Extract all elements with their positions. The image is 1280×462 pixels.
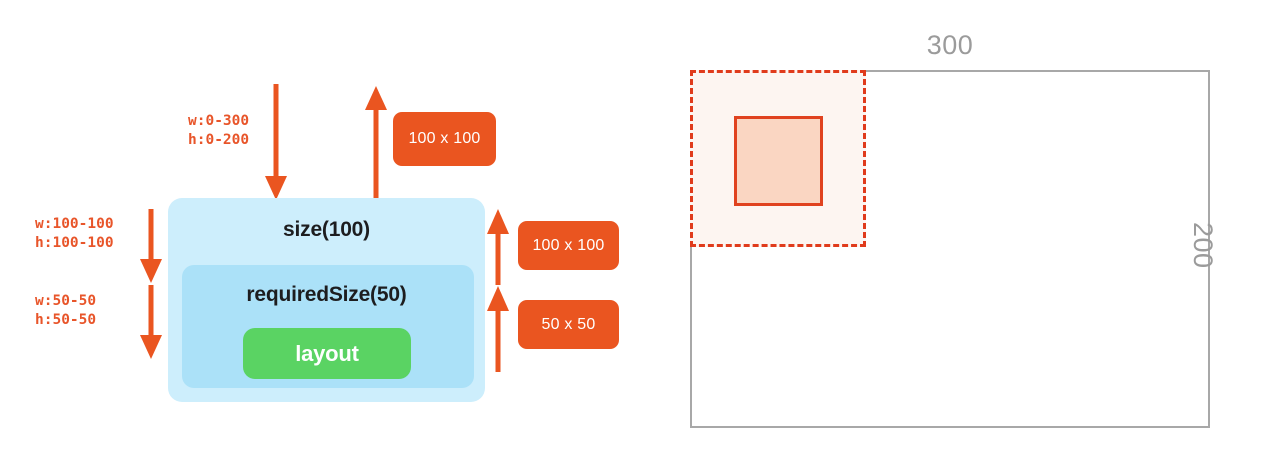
required-size-50-solid-rect bbox=[734, 116, 823, 206]
viewport-height-label: 200 bbox=[1188, 222, 1218, 269]
constraint-note-incoming: w:0-300 h:0-200 bbox=[188, 112, 249, 150]
constraint-note-incoming-width: w:0-300 bbox=[188, 113, 250, 129]
arrow-down-into-size bbox=[265, 84, 287, 200]
constraint-note-size-height: h:100-100 bbox=[35, 235, 114, 251]
size-badge-measured-top: 100 x 100 bbox=[393, 112, 496, 166]
constraint-note-required-size-height: h:50-50 bbox=[35, 312, 97, 328]
viewport-width-label: 300 bbox=[926, 30, 974, 60]
constraint-note-size-width: w:100-100 bbox=[35, 216, 114, 232]
arrow-down-required-to-layout bbox=[140, 285, 162, 359]
constraint-note-required-size-width: w:50-50 bbox=[35, 293, 97, 309]
constraint-note-size: w:100-100 h:100-100 bbox=[35, 215, 114, 253]
arrow-up-layout-to-required bbox=[487, 286, 509, 372]
arrow-up-required-to-size bbox=[487, 209, 509, 285]
size-box-label: size(100) bbox=[283, 218, 370, 241]
size-badge-measured-size: 100 x 100 bbox=[518, 221, 619, 270]
arrow-up-out-of-size bbox=[365, 86, 387, 202]
constraint-note-incoming-height: h:0-200 bbox=[188, 132, 250, 148]
required-size-box-label: requiredSize(50) bbox=[246, 283, 407, 306]
arrow-down-size-to-required bbox=[140, 209, 162, 283]
constraint-note-required-size: w:50-50 h:50-50 bbox=[35, 292, 96, 330]
layout-button[interactable]: layout bbox=[243, 328, 411, 379]
size-badge-measured-required: 50 x 50 bbox=[518, 300, 619, 349]
